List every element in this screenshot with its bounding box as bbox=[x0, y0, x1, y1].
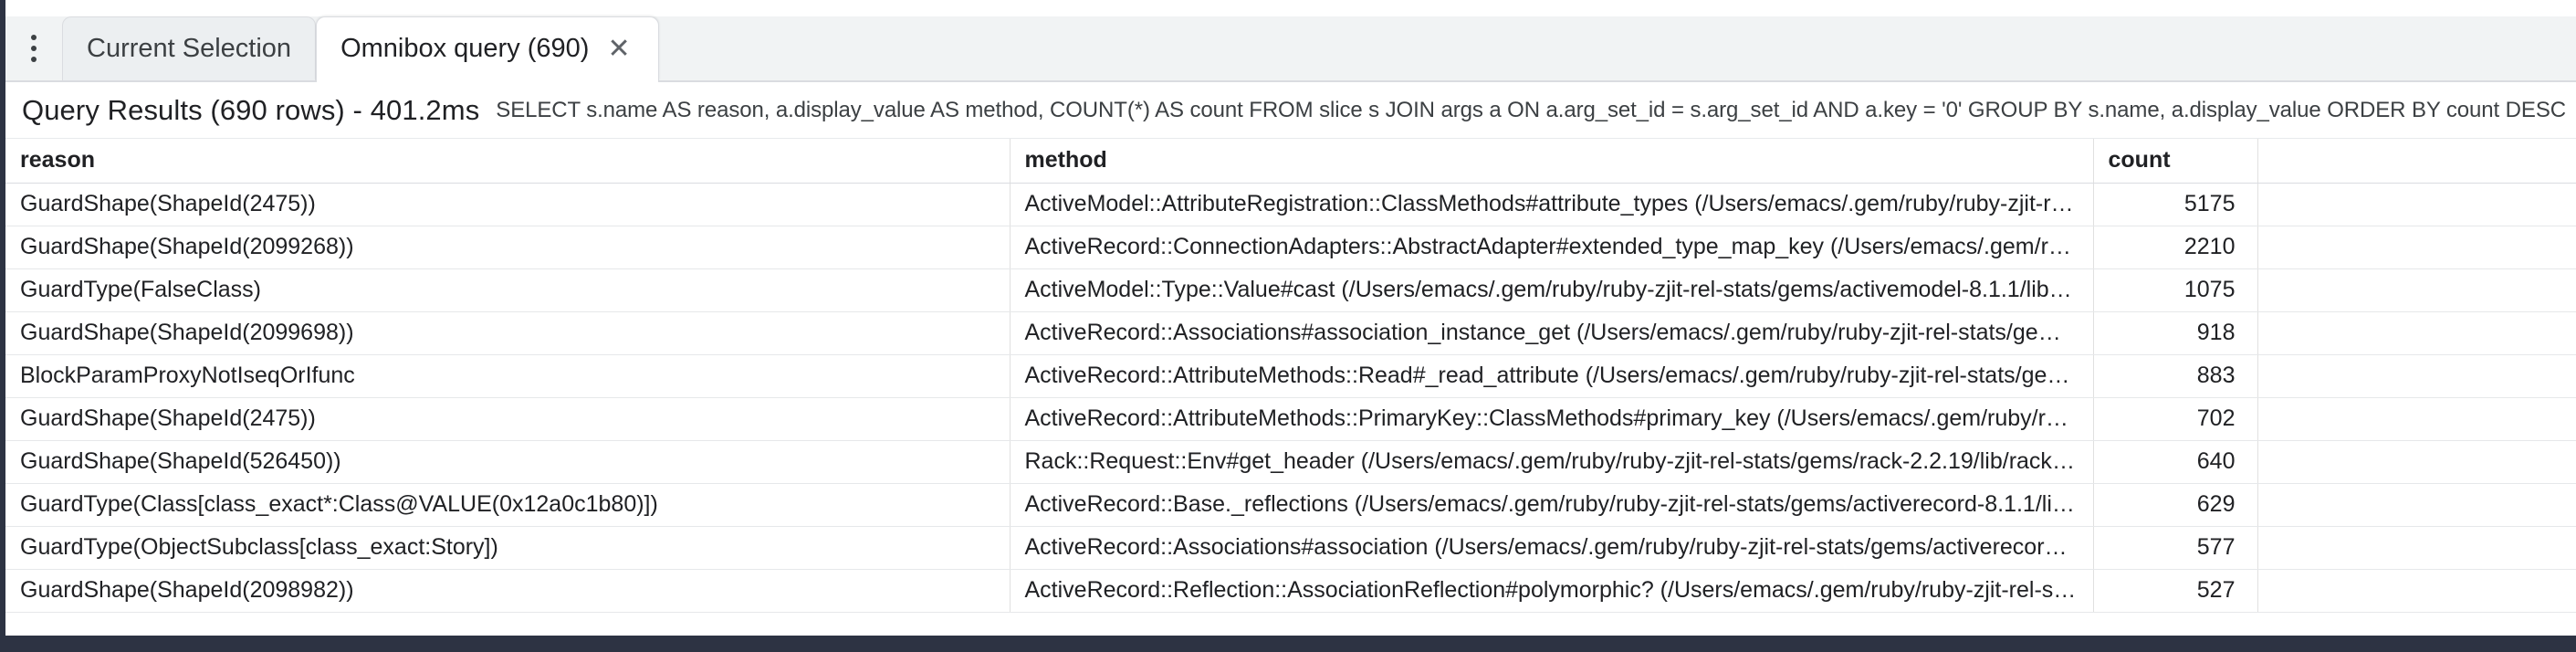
cell-method: ActiveRecord::AttributeMethods::Read#_re… bbox=[1010, 354, 2094, 398]
table-header: reason method count bbox=[5, 139, 2576, 184]
cell-method: ActiveRecord::ConnectionAdapters::Abstra… bbox=[1010, 226, 2094, 269]
cell-spacer bbox=[2257, 311, 2576, 355]
cell-method: ActiveRecord::Associations#association_i… bbox=[1010, 311, 2094, 355]
cell-count: 918 bbox=[2093, 311, 2258, 355]
tab-omnibox-query[interactable]: Omnibox query (690) ✕ bbox=[316, 16, 659, 82]
query-results-header: Query Results (690 rows) - 401.2ms SELEC… bbox=[5, 82, 2576, 139]
table-row[interactable]: GuardShape(ShapeId(526450)) Rack::Reques… bbox=[5, 440, 2576, 484]
cell-spacer bbox=[2257, 354, 2576, 398]
cell-reason: GuardShape(ShapeId(2098982)) bbox=[5, 569, 1011, 613]
cell-reason: GuardShape(ShapeId(2099268)) bbox=[5, 226, 1011, 269]
cell-reason: GuardShape(ShapeId(2475)) bbox=[5, 183, 1011, 226]
cell-count: 5175 bbox=[2093, 183, 2258, 226]
cell-spacer bbox=[2257, 483, 2576, 527]
tab-label: Omnibox query (690) bbox=[340, 34, 590, 63]
cell-method: ActiveRecord::Reflection::AssociationRef… bbox=[1010, 569, 2094, 613]
table-row[interactable]: GuardShape(ShapeId(2475)) ActiveModel::A… bbox=[5, 183, 2576, 226]
tab-bar: Current Selection Omnibox query (690) ✕ bbox=[5, 0, 2576, 82]
cell-count: 1075 bbox=[2093, 268, 2258, 312]
more-vertical-icon bbox=[31, 35, 37, 62]
cell-count: 527 bbox=[2093, 569, 2258, 613]
cell-reason: GuardShape(ShapeId(526450)) bbox=[5, 440, 1011, 484]
cell-count: 577 bbox=[2093, 526, 2258, 570]
cell-method: ActiveRecord::Base._reflections (/Users/… bbox=[1010, 483, 2094, 527]
cell-spacer bbox=[2257, 526, 2576, 570]
cell-spacer bbox=[2257, 440, 2576, 484]
cell-reason: GuardType(FalseClass) bbox=[5, 268, 1011, 312]
cell-spacer bbox=[2257, 268, 2576, 312]
left-edge-rail bbox=[0, 0, 5, 652]
tab-label: Current Selection bbox=[87, 34, 292, 63]
cell-count: 629 bbox=[2093, 483, 2258, 527]
cell-spacer bbox=[2257, 226, 2576, 269]
cell-method: ActiveRecord::AttributeMethods::PrimaryK… bbox=[1010, 397, 2094, 441]
table-row[interactable]: GuardType(ObjectSubclass[class_exact:Sto… bbox=[5, 526, 2576, 570]
cell-method: ActiveModel::Type::Value#cast (/Users/em… bbox=[1010, 268, 2094, 312]
cell-reason: BlockParamProxyNotIseqOrIfunc bbox=[5, 354, 1011, 398]
cell-method: ActiveModel::AttributeRegistration::Clas… bbox=[1010, 183, 2094, 226]
table-row[interactable]: GuardShape(ShapeId(2099268)) ActiveRecor… bbox=[5, 226, 2576, 269]
column-header-count[interactable]: count bbox=[2093, 139, 2258, 184]
cell-count: 702 bbox=[2093, 397, 2258, 441]
table-row[interactable]: GuardShape(ShapeId(2099698)) ActiveRecor… bbox=[5, 311, 2576, 355]
table-row[interactable]: GuardShape(ShapeId(2475)) ActiveRecord::… bbox=[5, 397, 2576, 441]
column-header-method[interactable]: method bbox=[1010, 139, 2094, 184]
table-row[interactable]: BlockParamProxyNotIseqOrIfunc ActiveReco… bbox=[5, 354, 2576, 398]
close-icon[interactable]: ✕ bbox=[607, 33, 631, 64]
table-row[interactable]: GuardType(Class[class_exact*:Class@VALUE… bbox=[5, 483, 2576, 527]
query-sql-text: SELECT s.name AS reason, a.display_value… bbox=[496, 97, 2566, 122]
table-header-row: reason method count bbox=[5, 139, 2576, 184]
tab-current-selection[interactable]: Current Selection bbox=[62, 16, 317, 80]
tab-overflow-menu-button[interactable] bbox=[5, 16, 62, 80]
table-row[interactable]: GuardShape(ShapeId(2098982)) ActiveRecor… bbox=[5, 569, 2576, 613]
table-body: GuardShape(ShapeId(2475)) ActiveModel::A… bbox=[5, 183, 2576, 613]
cell-count: 883 bbox=[2093, 354, 2258, 398]
table-row[interactable]: GuardType(FalseClass) ActiveModel::Type:… bbox=[5, 268, 2576, 312]
query-results-table-container[interactable]: reason method count GuardShape(ShapeId(2… bbox=[5, 139, 2576, 636]
cell-reason: GuardType(Class[class_exact*:Class@VALUE… bbox=[5, 483, 1011, 527]
cell-count: 2210 bbox=[2093, 226, 2258, 269]
cell-spacer bbox=[2257, 569, 2576, 613]
column-header-reason[interactable]: reason bbox=[5, 139, 1011, 184]
cell-method: Rack::Request::Env#get_header (/Users/em… bbox=[1010, 440, 2094, 484]
cell-reason: GuardShape(ShapeId(2099698)) bbox=[5, 311, 1011, 355]
tab-strip: Current Selection Omnibox query (690) ✕ bbox=[5, 16, 2576, 82]
query-results-table: reason method count GuardShape(ShapeId(2… bbox=[5, 139, 2576, 613]
query-results-title: Query Results (690 rows) - 401.2ms bbox=[22, 93, 480, 126]
cell-spacer bbox=[2257, 397, 2576, 441]
cell-count: 640 bbox=[2093, 440, 2258, 484]
cell-spacer bbox=[2257, 183, 2576, 226]
column-header-spacer bbox=[2257, 139, 2576, 184]
bottom-status-bar bbox=[0, 636, 2576, 652]
cell-method: ActiveRecord::Associations#association (… bbox=[1010, 526, 2094, 570]
cell-reason: GuardType(ObjectSubclass[class_exact:Sto… bbox=[5, 526, 1011, 570]
cell-reason: GuardShape(ShapeId(2475)) bbox=[5, 397, 1011, 441]
